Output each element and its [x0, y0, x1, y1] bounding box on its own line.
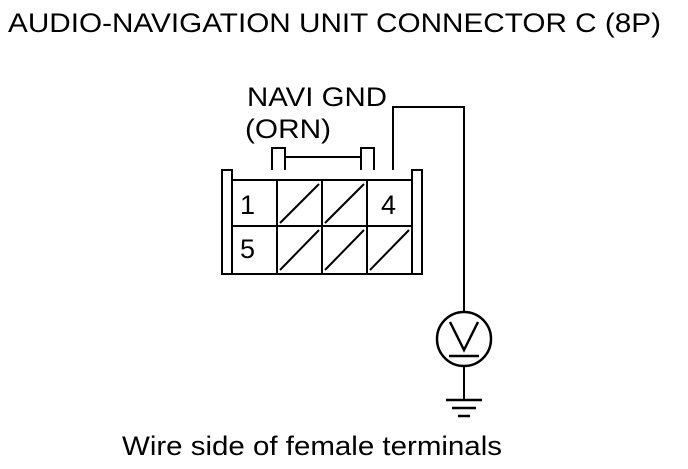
- unused-cavity-2: [279, 183, 320, 224]
- connector-c: [221, 147, 423, 275]
- terminal-1-label: 1: [240, 190, 255, 220]
- terminal-5-label: 5: [240, 234, 255, 264]
- voltmeter-icon: [435, 310, 493, 368]
- connector-housing: [221, 169, 423, 275]
- unused-cavity-7: [324, 229, 365, 271]
- unused-cavity-6: [279, 229, 320, 271]
- diagram-caption: Wire side of female terminals: [122, 431, 502, 461]
- ground-symbol-icon: [446, 398, 482, 418]
- diagram-title: AUDIO-NAVIGATION UNIT CONNECTOR C (8P): [8, 8, 661, 38]
- wire-label-navi-gnd: NAVI GND: [247, 82, 387, 112]
- unused-cavity-8: [369, 229, 410, 271]
- wire-label-color: (ORN): [245, 114, 331, 144]
- connector-lock-tab: [271, 147, 375, 170]
- terminal-4-label: 4: [381, 190, 396, 220]
- unused-cavity-3: [324, 183, 365, 224]
- test-lead-wire: [392, 106, 465, 312]
